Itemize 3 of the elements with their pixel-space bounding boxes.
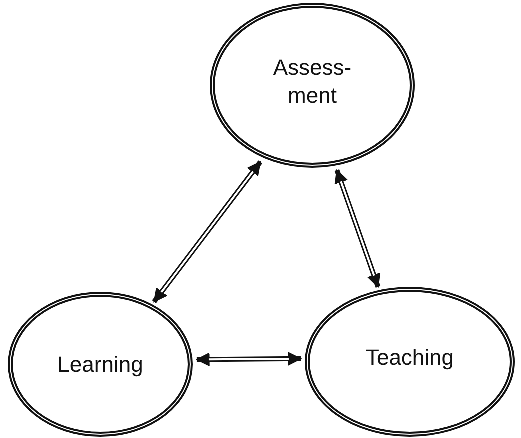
- node-label: Learning: [58, 350, 144, 378]
- node-label: Assess- ment: [272, 54, 353, 109]
- node-label: Teaching: [366, 344, 454, 372]
